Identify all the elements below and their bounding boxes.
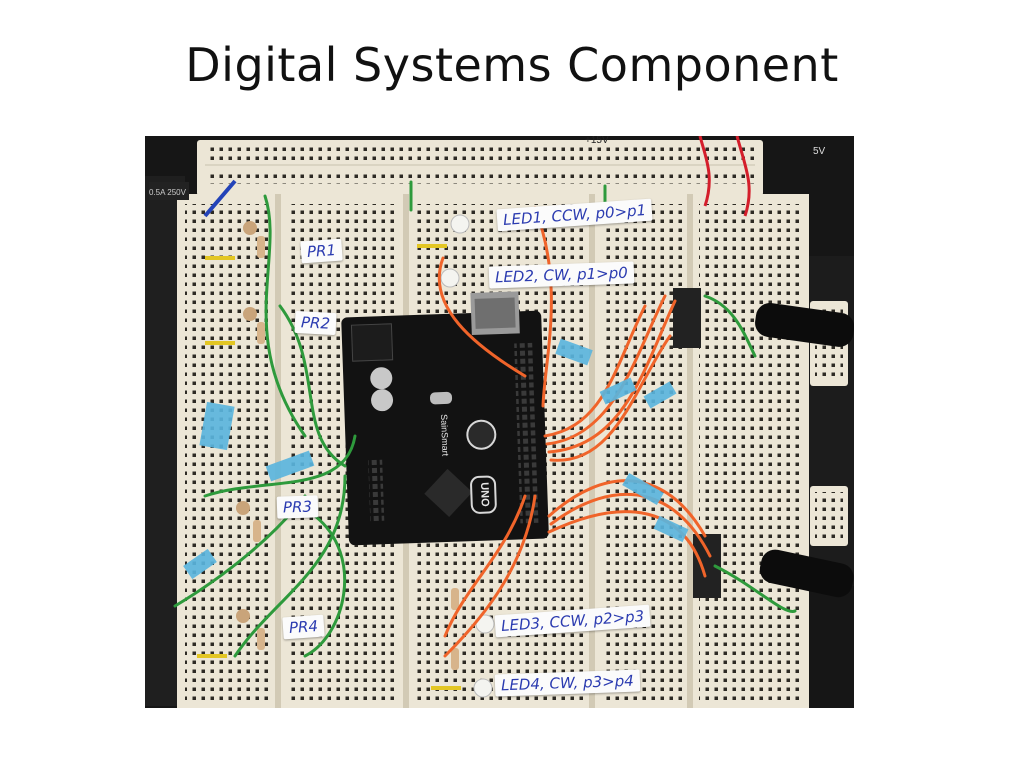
breadboard-illustration: [145, 136, 854, 708]
breadboard-photo: PR1 PR2 PR3 PR4 LED1, CCW, p0>p1 LED2, C…: [145, 136, 854, 708]
label-pr1: PR1: [300, 238, 343, 264]
label-pr4: PR4: [282, 614, 325, 640]
arduino-brand-text: SainSmart: [439, 414, 451, 457]
arduino-model-text: UNO: [478, 482, 491, 507]
fuse-text: 0.5A 250V: [149, 188, 186, 197]
slide-title: Digital Systems Component: [185, 38, 839, 92]
label-pr2: PR2: [294, 310, 337, 336]
rail-plus15-text: +15V: [585, 136, 609, 146]
rail-5v-text: 5V: [813, 146, 826, 157]
label-pr3: PR3: [276, 495, 319, 519]
